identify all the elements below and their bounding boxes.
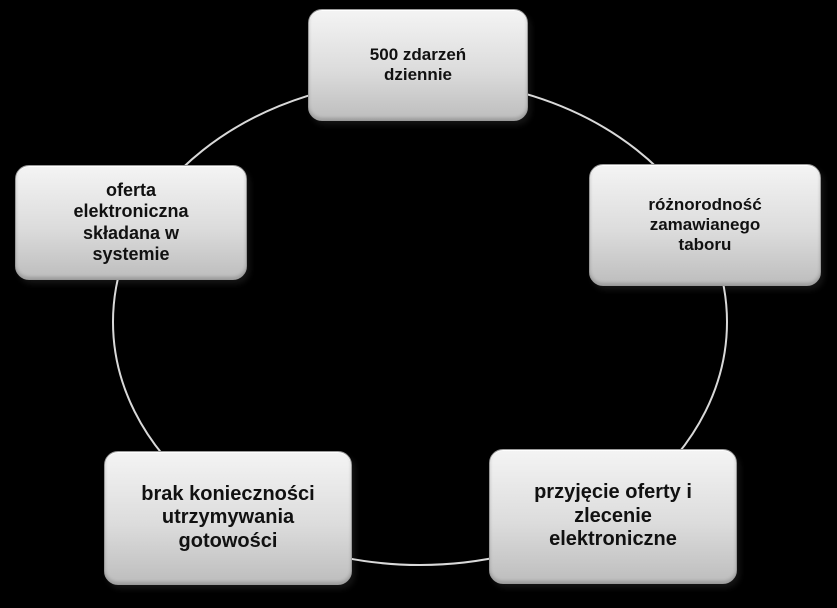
node-line: różnorodność xyxy=(648,194,762,214)
node-no-standby-required: brak konieczności utrzymywania gotowości xyxy=(104,451,352,585)
node-fleet-diversity-text: różnorodność zamawianego taboru xyxy=(648,195,761,255)
node-line: zamawianego xyxy=(649,214,761,234)
node-line: brak konieczności xyxy=(141,482,315,505)
node-line: taboru xyxy=(678,235,732,255)
node-line: 500 zdarzeń xyxy=(369,44,467,64)
node-line: przyjęcie oferty i xyxy=(534,481,692,504)
node-line: elektroniczne xyxy=(549,528,677,551)
node-offer-acceptance-text: przyjęcie oferty i zlecenie elektroniczn… xyxy=(534,481,692,552)
node-line: gotowości xyxy=(178,529,278,552)
node-line: systemie xyxy=(92,243,170,264)
node-events-per-day-text: 500 zdarzeń dziennie xyxy=(370,45,466,85)
node-line: składana w xyxy=(82,222,180,243)
node-no-standby-required-text: brak konieczności utrzymywania gotowości xyxy=(141,483,314,554)
node-events-per-day: 500 zdarzeń dziennie xyxy=(308,9,528,121)
node-electronic-offer-text: oferta elektroniczna składana w systemie xyxy=(73,180,188,265)
node-offer-acceptance: przyjęcie oferty i zlecenie elektroniczn… xyxy=(489,449,737,584)
node-line: zlecenie xyxy=(574,504,652,527)
node-fleet-diversity: różnorodność zamawianego taboru xyxy=(589,164,821,286)
node-line: utrzymywania xyxy=(161,506,295,529)
node-line: elektroniczna xyxy=(73,201,189,222)
node-electronic-offer: oferta elektroniczna składana w systemie xyxy=(15,165,247,280)
node-line: oferta xyxy=(105,180,156,201)
node-line: dziennie xyxy=(383,65,452,84)
